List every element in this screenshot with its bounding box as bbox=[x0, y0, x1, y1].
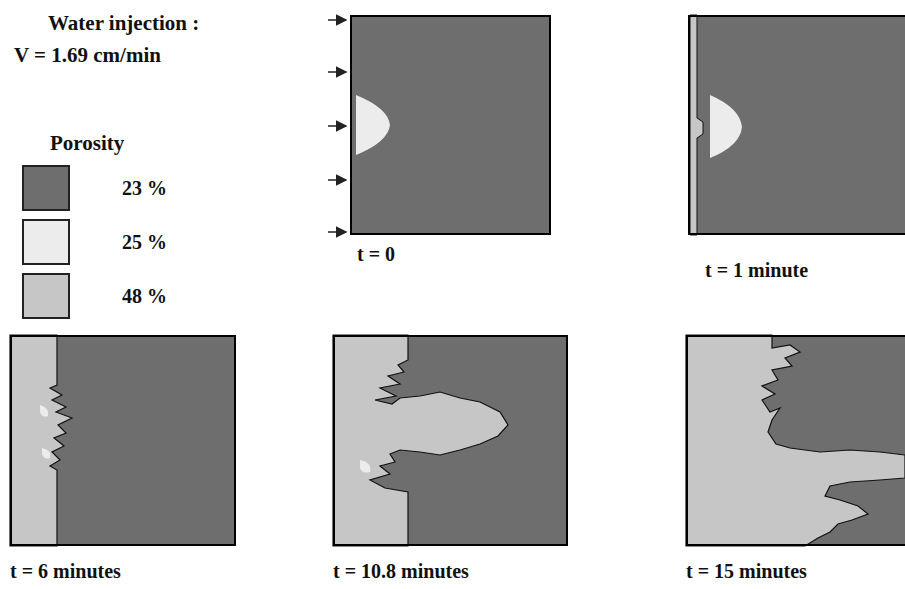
rock-matrix bbox=[333, 335, 568, 546]
time-label: t = 0 bbox=[357, 243, 395, 265]
rock-matrix bbox=[350, 15, 551, 235]
velocity-label: V = 1.69 cm/min bbox=[14, 44, 161, 67]
dissolved-zone bbox=[690, 15, 703, 235]
legend-swatch bbox=[22, 165, 70, 211]
simulation-panel: t = 1 minute bbox=[688, 15, 905, 235]
rock-matrix bbox=[688, 15, 905, 235]
simulation-panel: t = 6 minutes bbox=[10, 335, 236, 546]
dissolved-zone bbox=[10, 335, 72, 546]
dissolved-zone bbox=[333, 335, 508, 546]
simulation-panel: t = 0 bbox=[350, 15, 551, 235]
title: Water injection : bbox=[48, 12, 199, 35]
time-label: t = 15 minutes bbox=[686, 560, 807, 582]
injection-arrow bbox=[328, 20, 346, 232]
high-porosity-remnant bbox=[360, 460, 370, 473]
time-label: t = 6 minutes bbox=[10, 560, 121, 582]
legend-text: 25 % bbox=[122, 231, 167, 253]
simulation-panel: t = 10.8 minutes bbox=[333, 335, 568, 546]
high-porosity-lens bbox=[356, 95, 390, 155]
high-porosity-lens bbox=[710, 95, 742, 158]
legend-heading: Porosity bbox=[50, 132, 124, 155]
legend-swatch bbox=[22, 273, 70, 319]
legend-text: 23 % bbox=[122, 177, 167, 199]
high-porosity-remnant bbox=[40, 405, 50, 459]
rock-matrix bbox=[10, 335, 236, 546]
legend-swatch bbox=[22, 219, 70, 265]
dissolved-zone bbox=[686, 335, 905, 546]
simulation-panel: t = 15 minutes bbox=[686, 335, 905, 546]
rock-matrix bbox=[686, 335, 905, 546]
legend-text: 48 % bbox=[122, 285, 167, 307]
time-label: t = 10.8 minutes bbox=[333, 560, 469, 582]
time-label: t = 1 minute bbox=[705, 259, 808, 281]
